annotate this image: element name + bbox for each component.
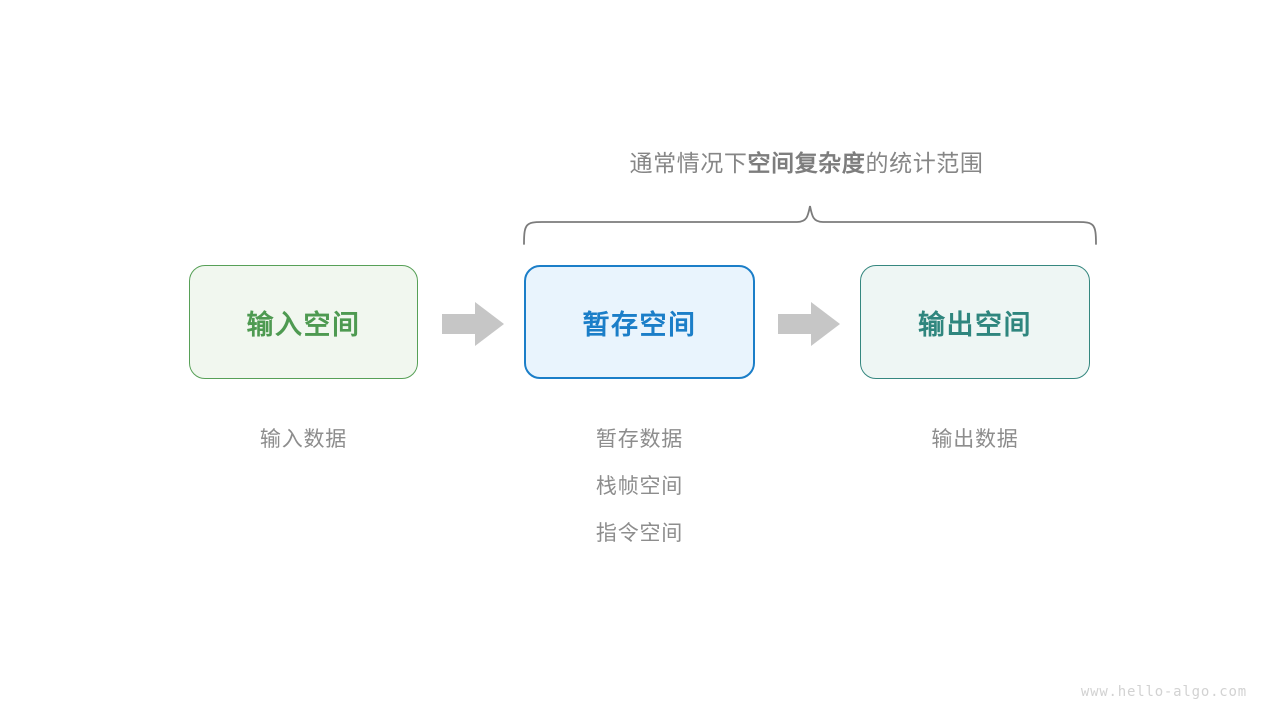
scope-brace-icon [523, 205, 1097, 245]
caption-line: 暂存数据 [595, 428, 684, 451]
arrow-right-icon [778, 302, 840, 346]
scope-caption-suffix: 的统计范围 [865, 150, 984, 176]
box-temp-space-label: 暂存空间 [582, 309, 697, 340]
caption-line: 输出数据 [931, 428, 1019, 451]
watermark: www.hello-algo.com [1080, 684, 1247, 700]
box-output-space-label: 输出空间 [918, 309, 1032, 340]
box-temp-space[interactable]: 暂存空间 [524, 265, 755, 379]
box-input-space-label: 输入空间 [246, 309, 361, 340]
scope-caption-prefix: 通常情况下 [629, 150, 748, 176]
caption-output-space: 输出数据 [860, 416, 1090, 463]
scope-caption-emphasis: 空间复杂度 [747, 150, 866, 176]
caption-temp-space: 暂存数据 栈帧空间 指令空间 [524, 416, 755, 557]
arrow-right-icon [442, 302, 504, 346]
caption-input-space: 输入数据 [189, 416, 418, 463]
box-input-space[interactable]: 输入空间 [189, 265, 418, 379]
box-output-space[interactable]: 输出空间 [860, 265, 1090, 379]
caption-line: 指令空间 [595, 522, 684, 545]
scope-caption: 通常情况下空间复杂度的统计范围 [523, 146, 1090, 180]
caption-line: 输入数据 [259, 428, 348, 451]
caption-line: 栈帧空间 [595, 475, 684, 498]
